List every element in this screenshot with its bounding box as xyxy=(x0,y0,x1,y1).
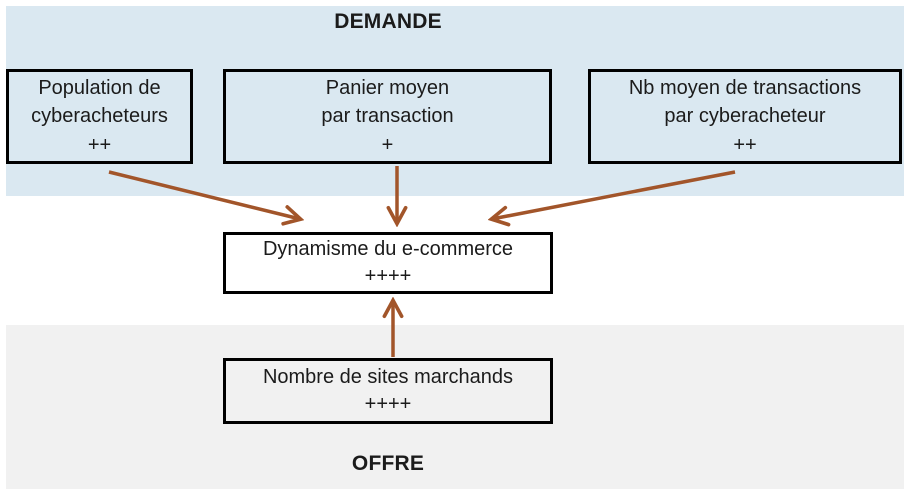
demand-band xyxy=(6,6,904,196)
node-sites-marchands: Nombre de sites marchands ++++ xyxy=(223,358,553,424)
node-label: Dynamisme du e-commerce xyxy=(262,238,514,260)
node-sign: ++++ xyxy=(364,393,412,415)
node-sign: + xyxy=(381,133,394,156)
node-panier-moyen: Panier moyen par transaction + xyxy=(223,69,552,164)
node-dynamisme-ecommerce: Dynamisme du e-commerce ++++ xyxy=(223,232,553,294)
offer-band xyxy=(6,325,904,489)
node-label: Nombre de sites marchands xyxy=(262,366,514,388)
node-sign: ++ xyxy=(87,133,112,156)
node-label: Population de cyberacheteurs xyxy=(31,76,168,128)
node-label: Nb moyen de transactions par cyberachete… xyxy=(628,76,862,128)
node-sign: ++ xyxy=(733,133,757,156)
offer-section-title: OFFRE xyxy=(351,452,425,475)
node-label: Panier moyen par transaction xyxy=(321,76,454,128)
demand-section-title: DEMANDE xyxy=(334,10,442,33)
node-nb-transactions: Nb moyen de transactions par cyberachete… xyxy=(588,69,902,164)
node-sign: ++++ xyxy=(364,265,412,287)
node-population-cyberacheteurs: Population de cyberacheteurs ++ xyxy=(6,69,193,164)
